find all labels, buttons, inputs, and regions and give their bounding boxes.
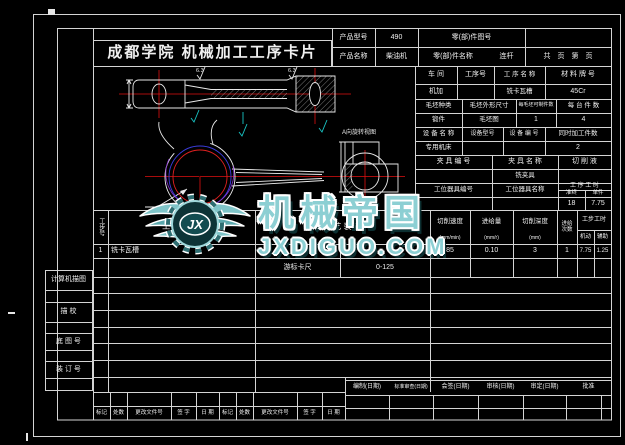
workshop-value: 机加 xyxy=(429,87,443,95)
simultaneous-value: 2 xyxy=(576,144,580,152)
per-blank-value: 1 xyxy=(534,116,538,124)
signature-audit-label: 审核(日期) xyxy=(486,384,515,391)
revision-doc-no-label: 更改文件号 xyxy=(135,409,163,416)
equip-model-label: 设备型号 xyxy=(470,130,495,137)
watermark: JX 机械帝国 JXDIGUO.COM xyxy=(136,184,447,260)
svg-text:6.3: 6.3 xyxy=(196,68,204,74)
margin-bind-no-label: 装 订 号 xyxy=(56,365,81,373)
coolant-label: 切 削 液 xyxy=(572,158,597,166)
pages-cell: 共 页 第 页 xyxy=(543,52,593,60)
part-name-value: 连杆 xyxy=(499,52,514,60)
step-row-no: 1 xyxy=(98,247,103,255)
revision-doc-no-label: 更改文件号 xyxy=(261,409,289,416)
holder-no-label: 工位器具编号 xyxy=(434,186,473,194)
speed-column-header: 切削速度 xyxy=(437,217,463,225)
margin-base-no-label: 底 图 号 xyxy=(56,337,81,345)
margin-check-label: 描 校 xyxy=(60,308,77,316)
product-name-value: 柴油机 xyxy=(386,52,407,60)
revision-mark-label: 标记 xyxy=(95,409,107,416)
svg-text:6.3: 6.3 xyxy=(288,68,296,74)
card-title: 成都学院 机械加工工序卡片 xyxy=(107,43,318,61)
revision-date-label: 日 期 xyxy=(327,409,340,416)
margin-trace-label: 计算机描图 xyxy=(51,276,86,284)
step-row-gauge-range: 0-125 xyxy=(376,263,394,271)
part-no-label: 零(部)件图号 xyxy=(451,33,492,41)
part-no-value xyxy=(525,28,611,47)
step-time-column-header: 工步工时 xyxy=(581,216,606,223)
step-row-feed: 0.10 xyxy=(484,247,499,255)
step-row-passes: 1 xyxy=(565,247,569,255)
watermark-site-text: JXDIGUO.COM xyxy=(258,234,448,259)
simultaneous-label: 同时加工件数 xyxy=(558,130,598,138)
step-no-column-header: 工步号 xyxy=(97,218,104,236)
material-value: 45Cr xyxy=(570,87,586,95)
svg-text:A向旋转视图: A向旋转视图 xyxy=(342,128,376,136)
per-unit-label: 每 台 件 数 xyxy=(567,102,600,110)
product-model-value: 490 xyxy=(390,33,403,41)
fixture-name-label: 夹 具 名 称 xyxy=(508,158,542,166)
revision-date-label: 日 期 xyxy=(201,409,214,416)
revision-sign-label: 签 字 xyxy=(177,409,190,416)
speed-unit: (mm/min) xyxy=(439,234,461,241)
product-name-label: 产品名称 xyxy=(339,52,368,60)
step-row-content: 铣卡瓦槽 xyxy=(111,247,139,255)
step-row-gauge-name: 游标卡尺 xyxy=(283,263,312,271)
fixture-name-value: 铣夹具 xyxy=(515,172,535,180)
op-time-label: 工 序 工 时 xyxy=(569,183,599,190)
feed-column-header: 进给量 xyxy=(481,217,502,225)
blank-size-label: 毛坯外形尺寸 xyxy=(469,102,509,110)
signature-compile-label: 编制(日期) xyxy=(353,384,381,391)
signature-standard-review-label: 标准审查(日期) xyxy=(394,383,428,390)
step-row-speed: 85 xyxy=(446,247,454,255)
machine-time-header: 机动 xyxy=(579,233,591,240)
equip-name-label: 设 备 名 称 xyxy=(422,130,455,138)
step-row-aux-time: 1.25 xyxy=(596,247,609,254)
revision-sign-label: 签 字 xyxy=(303,409,316,416)
step-row-machine-time: 7.75 xyxy=(579,247,592,254)
watermark-logo-winged-gear-icon: JX xyxy=(139,193,251,255)
blank-type-label: 毛坯种类 xyxy=(425,102,452,110)
equip-no-label: 设 备 编 号 xyxy=(509,130,539,137)
step-row-depth: 3 xyxy=(533,247,537,255)
op-no-label: 工序号 xyxy=(465,71,486,79)
svg-text:JX: JX xyxy=(187,217,204,232)
depth-column-header: 切削深度 xyxy=(522,217,548,225)
blank-type-value: 锻件 xyxy=(432,116,445,124)
per-blank-label: 每毛坯可制件数 xyxy=(518,102,554,109)
prep-time-value: 18 xyxy=(567,199,576,207)
part-name-label: 零(部)件名称 xyxy=(433,52,473,60)
prep-time-label: 准终 xyxy=(565,190,577,197)
revision-count-label: 处数 xyxy=(112,409,124,416)
depth-unit: (mm) xyxy=(529,234,541,241)
tooling-column-header: 工 艺 装 备 xyxy=(323,221,362,231)
blank-size-value: 毛坯图 xyxy=(479,116,499,124)
revision-count-label: 处数 xyxy=(238,409,250,416)
op-name-label: 工 序 名 称 xyxy=(503,71,536,79)
piece-time-label: 单件 xyxy=(592,190,604,197)
aux-time-header: 辅助 xyxy=(596,233,608,240)
feed-unit: (mm/r) xyxy=(484,234,499,241)
equip-name-value: 专用机床 xyxy=(425,144,452,152)
holder-name-label: 工位器具名称 xyxy=(505,186,545,194)
workshop-label: 车 间 xyxy=(428,71,444,79)
product-model-label: 产品型号 xyxy=(339,33,368,41)
op-name-value: 铣卡瓦槽 xyxy=(506,87,533,95)
signature-approve-review-label: 审定(日期) xyxy=(530,384,559,391)
signature-countersign-label: 会签(日期) xyxy=(441,384,470,391)
piece-time-value: 7.75 xyxy=(591,199,605,207)
signature-approve-label: 批准 xyxy=(582,384,595,391)
per-unit-value: 4 xyxy=(581,116,586,124)
watermark-brand-text: 机械帝国 xyxy=(258,192,427,233)
passes-column-header: 进给次数 xyxy=(561,220,573,233)
revision-mark-label: 标记 xyxy=(221,409,233,416)
material-label: 材 料 牌 号 xyxy=(561,71,595,79)
fixture-no-label: 夹 具 编 号 xyxy=(436,158,471,166)
